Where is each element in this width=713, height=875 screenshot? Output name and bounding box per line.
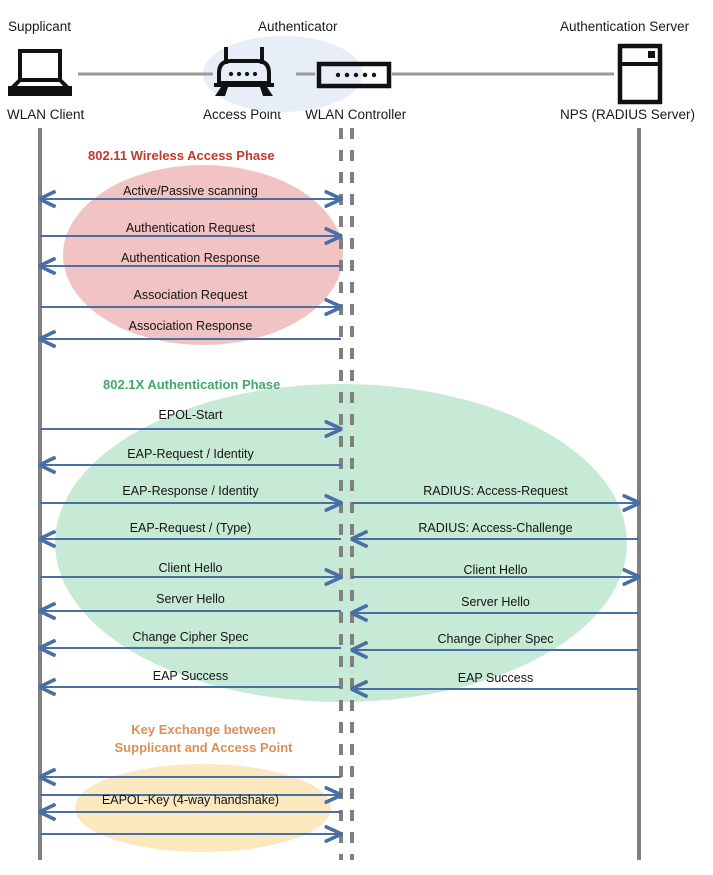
message-label-left: Change Cipher Spec: [132, 630, 249, 644]
phase-title-key-exchange-line2: Supplicant and Access Point: [114, 740, 293, 755]
device-label-access-point: Access Point: [203, 107, 282, 122]
device-label-wlan-client: WLAN Client: [7, 107, 85, 122]
message-arrows-right-span: [352, 503, 639, 689]
server-icon: [617, 43, 663, 105]
message-label-left: Association Response: [128, 319, 253, 333]
role-label-authentication-server: Authentication Server: [560, 19, 690, 34]
device-label-wlan-controller: WLAN Controller: [305, 107, 407, 122]
role-label-supplicant: Supplicant: [8, 19, 72, 34]
phase-title-dot1x: 802.1X Authentication Phase: [103, 377, 281, 392]
message-label-right: Server Hello: [461, 595, 530, 609]
message-label-right: Change Cipher Spec: [437, 632, 554, 646]
message-label-right: EAP Success: [457, 671, 534, 685]
phase-ellipse-dot1x: [55, 384, 627, 702]
message-label-left: Authentication Response: [121, 251, 260, 265]
message-arrows-left-span: [40, 199, 341, 834]
message-label-left: Client Hello: [158, 561, 223, 575]
message-label-left: EAP Success: [152, 669, 229, 683]
message-label-left: Association Request: [133, 288, 248, 302]
authenticator-group-halo: [203, 36, 363, 112]
message-label-left: EAP-Request / Identity: [127, 447, 254, 461]
message-label-left: EPOL-Start: [158, 408, 223, 422]
message-label-left: EAPOL-Key (4-way handshake): [101, 793, 280, 807]
message-label-left: Server Hello: [156, 592, 225, 606]
message-label-right: RADIUS: Access-Challenge: [418, 521, 573, 535]
phase-ellipse-key-exchange: [75, 764, 331, 852]
laptop-icon: [8, 49, 72, 96]
role-label-authenticator: Authenticator: [258, 19, 338, 34]
message-label-left: Authentication Request: [125, 221, 256, 235]
message-label-left: EAP-Response / Identity: [122, 484, 259, 498]
message-label-right: RADIUS: Access-Request: [423, 484, 568, 498]
message-label-left: Active/Passive scanning: [123, 184, 258, 198]
phase-title-key-exchange-line1: Key Exchange between: [131, 722, 276, 737]
wlan-controller-icon: [316, 61, 392, 89]
message-label-left: EAP-Request / (Type): [129, 521, 252, 535]
device-label-nps-radius-server: NPS (RADIUS Server): [560, 107, 696, 122]
wireless-router-icon: [214, 47, 274, 96]
phase-ellipse-wireless-access: [63, 165, 343, 345]
phase-title-key-exchange: Key Exchange between Supplicant and Acce…: [96, 721, 311, 757]
message-label-right: Client Hello: [463, 563, 528, 577]
phase-title-wireless-access: 802.11 Wireless Access Phase: [88, 148, 275, 163]
